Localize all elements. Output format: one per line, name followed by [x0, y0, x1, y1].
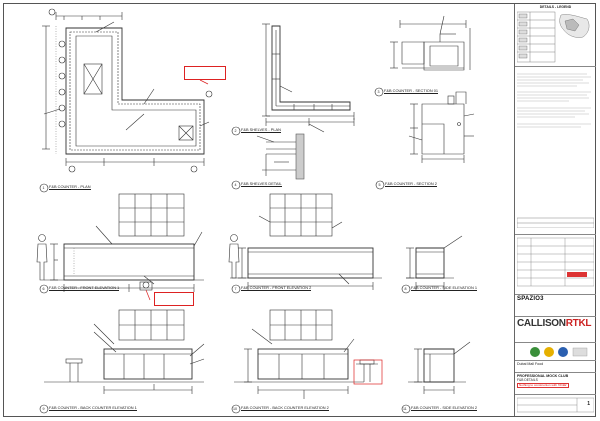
view-title-side-elev-1: F&B COUNTER - SIDE ELEVATION 1 — [411, 285, 478, 291]
legend-table — [516, 12, 590, 63]
drawing-title: PROFESSIONAL MOCK CLUB — [517, 374, 569, 378]
view-title-front-elev-2: F&B COUNTER - FRONT ELEVATION 2 — [241, 285, 312, 291]
revision-grid — [516, 237, 595, 287]
drawing-area: F&B COUNTER - PLAN F&B SHELVES - PLAN F&… — [4, 4, 514, 416]
view-number-4: 4 — [234, 183, 237, 187]
section-2-drawing — [408, 91, 475, 163]
revision-table — [515, 234, 596, 294]
view-title-plan: F&B COUNTER - PLAN — [49, 184, 91, 190]
drawing-linework — [36, 8, 475, 414]
view-title-section-a-text: F&B COUNTER - SECTION 01 — [384, 88, 439, 94]
view-title-front-elev-1: F&B COUNTER - FRONT ELEVATION 1 — [49, 285, 120, 291]
view-title-side-elev-1-text: F&B COUNTER - SIDE ELEVATION 1 — [411, 285, 478, 291]
title-block: DETAILS - LEGEND — [514, 4, 596, 416]
view-title-back-elev-b: F&B COUNTER - BACK COUNTER ELEVATION 2 — [241, 405, 329, 411]
callison-logo-text: CALLISON — [517, 318, 566, 329]
side-elevation-2-drawing — [356, 341, 471, 394]
back-elevation-b-drawing — [234, 309, 364, 399]
project-name-section: Dubai Mall Food — [515, 360, 596, 372]
plan-drawing — [42, 8, 213, 173]
sheet-number-section: 1 — [515, 394, 596, 416]
view-number-1: 1 — [42, 186, 45, 190]
view-title-section-b-text: F&B COUNTER - SECTION 2 — [385, 181, 437, 187]
back-elevation-a-drawing — [44, 309, 205, 394]
legend-heading: DETAILS - LEGEND — [539, 5, 572, 9]
view-title-back-elev-b-text: F&B COUNTER - BACK COUNTER ELEVATION 2 — [241, 405, 329, 411]
view-title-plan-text: F&B COUNTER - PLAN — [49, 184, 91, 190]
spazio-logo: SPAZIO3 — [517, 296, 544, 302]
view-title-section-a: F&B COUNTER - SECTION 01 — [384, 88, 439, 94]
drawing-sheet: F&B COUNTER - PLAN F&B SHELVES - PLAN F&… — [3, 3, 596, 417]
section-01-drawing — [390, 15, 471, 71]
front-elevation-1-drawing — [36, 193, 204, 292]
front-elevation-2-drawing — [228, 193, 382, 290]
legend-section: DETAILS - LEGEND — [515, 4, 596, 66]
red-annotation-box-plan — [184, 66, 226, 80]
view-number-5: 5 — [378, 183, 381, 187]
shelves-detail-drawing — [256, 133, 305, 180]
view-number-9: 9 — [42, 407, 45, 411]
view-number-6: 6 — [42, 287, 45, 291]
drawing-subtitle: F&B DETAILS — [517, 378, 538, 383]
view-title-side-elev-2-text: F&B COUNTER - SIDE ELEVATION 2 — [411, 405, 478, 411]
view-number-11: 11 — [403, 407, 407, 411]
view-title-back-elev-a-text: F&B COUNTER - BACK COUNTER ELEVATION 1 — [49, 405, 137, 411]
side-elevation-1-drawing — [406, 235, 463, 290]
consultant-logos — [515, 342, 596, 360]
shelves-plan-drawing — [262, 23, 355, 133]
consultant-logo-icons — [530, 347, 588, 357]
spazio-logo-section: SPAZIO3 — [515, 294, 596, 316]
project-name: Dubai Mall Food — [517, 362, 544, 366]
notes-section — [515, 66, 596, 234]
view-title-shelves-detail-text: F&B SHELVES DETAIL — [241, 181, 282, 187]
view-title-shelves-plan-text: F&B SHELVES - PLAN — [241, 127, 281, 133]
view-title-side-elev-2: F&B COUNTER - SIDE ELEVATION 2 — [411, 405, 478, 411]
view-number-2: 2 — [234, 129, 237, 133]
callison-logo-section: CALLISONRTKL — [515, 316, 596, 342]
view-number-3: 3 — [377, 90, 380, 94]
view-title-shelves-detail: F&B SHELVES DETAIL — [241, 181, 282, 187]
rtkl-logo-text: RTKL — [565, 318, 592, 329]
view-title-front-elev-2-text: F&B COUNTER - FRONT ELEVATION 2 — [241, 285, 312, 291]
red-annotation-box-elevation — [154, 292, 194, 306]
view-title-section-b: F&B COUNTER - SECTION 2 — [385, 181, 437, 187]
view-number-7: 7 — [234, 287, 237, 291]
view-number-10: 10 — [233, 407, 237, 411]
callison-rtkl-logo: CALLISONRTKL — [517, 318, 594, 331]
view-title-front-elev-1-text: F&B COUNTER - FRONT ELEVATION 1 — [49, 285, 120, 291]
notes-text-lines — [516, 73, 595, 229]
sheet-number-grid — [516, 397, 595, 413]
construction-stamp: Nothing to construction with 'FF&E' — [517, 382, 569, 389]
drawing-title-section: PROFESSIONAL MOCK CLUB F&B DETAILS Nothi… — [515, 372, 596, 394]
sheet-number: 1 — [587, 401, 590, 407]
view-title-back-elev-a: F&B COUNTER - BACK COUNTER ELEVATION 1 — [49, 405, 137, 411]
view-number-8: 8 — [404, 287, 407, 291]
view-title-shelves-plan: F&B SHELVES - PLAN — [241, 127, 281, 133]
